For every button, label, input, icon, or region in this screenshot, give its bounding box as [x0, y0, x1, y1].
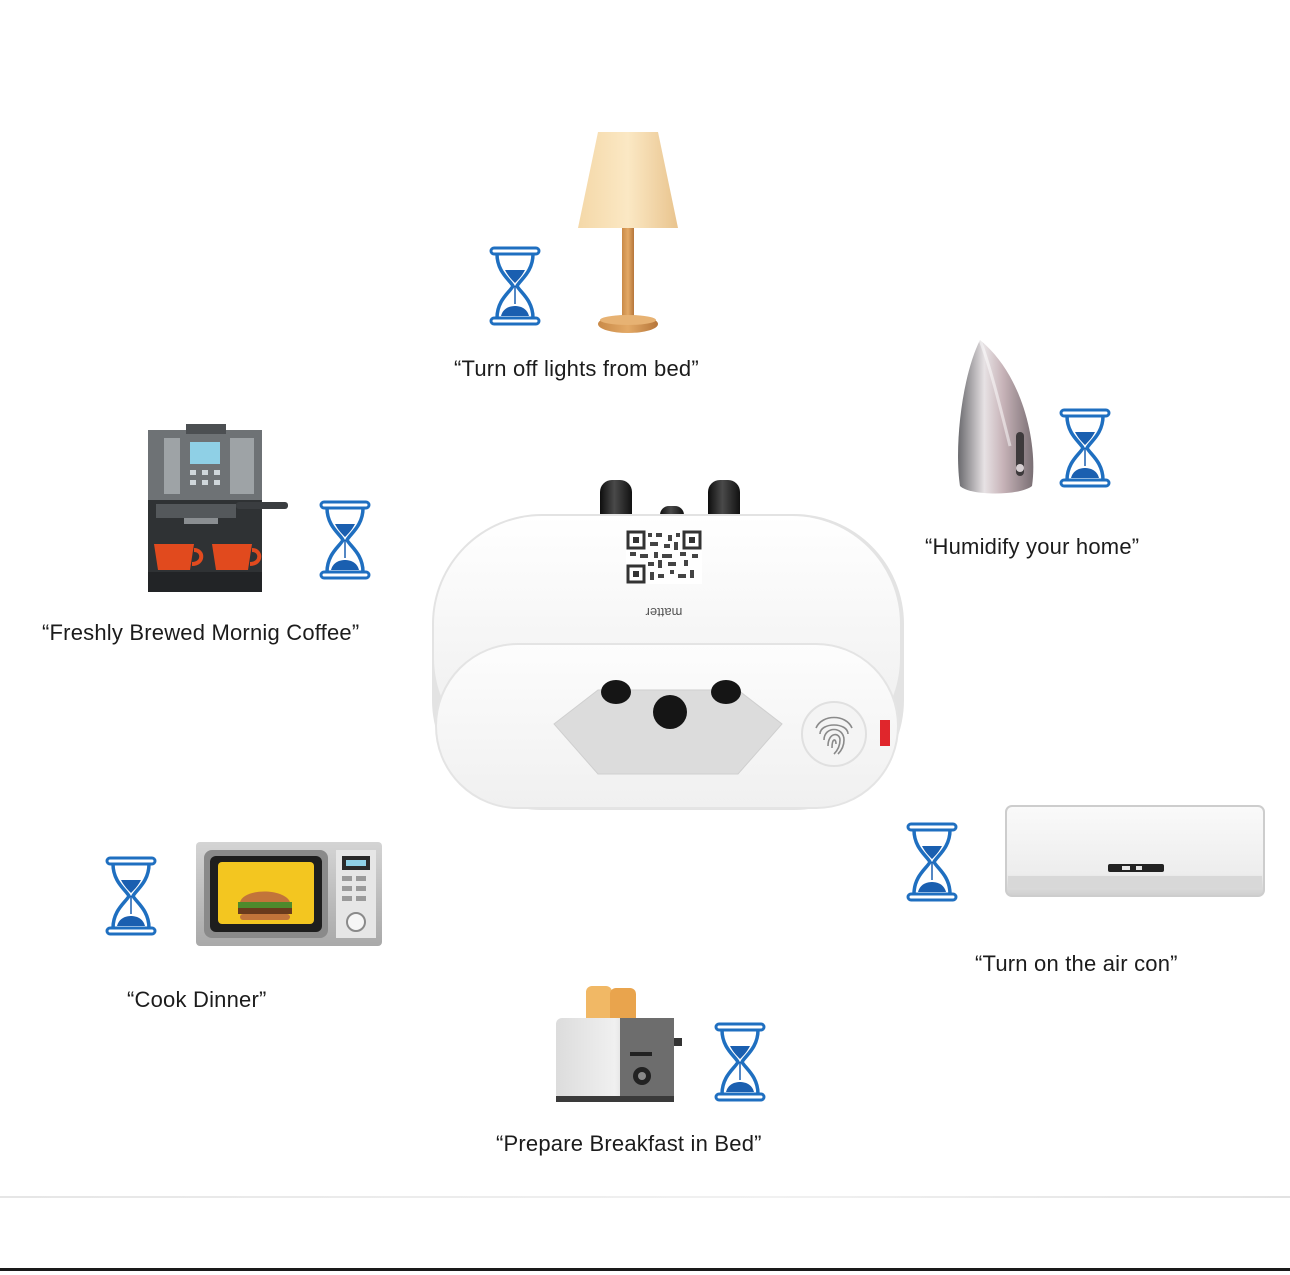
- microwave-illustration: [194, 838, 384, 950]
- hourglass-icon: [905, 822, 959, 902]
- microwave-caption: “Cook Dinner”: [127, 987, 267, 1012]
- divider: [0, 1196, 1290, 1198]
- bottom-border: [0, 1268, 1290, 1271]
- hourglass-icon: [713, 1022, 767, 1102]
- plug-brand-label: matter: [645, 605, 683, 620]
- table-lamp-icon: [578, 132, 678, 333]
- coffee-machine-illustration: [146, 424, 292, 594]
- hourglass-icon: [318, 500, 372, 580]
- aircon-caption: “Turn on the air con”: [975, 951, 1178, 976]
- humidifier-icon: [958, 339, 1034, 494]
- qr-code: [626, 530, 702, 584]
- toaster-illustration: [552, 982, 684, 1106]
- table-lamp-illustration: [572, 128, 684, 338]
- coffee-machine-icon: [148, 424, 288, 592]
- toaster-icon: [556, 986, 682, 1102]
- lamp-caption: “Turn off lights from bed”: [454, 356, 699, 381]
- humidifier-illustration: [950, 336, 1040, 498]
- hourglass-icon: [1058, 408, 1112, 488]
- hourglass-icon: [488, 246, 542, 326]
- air-conditioner-icon: [1005, 805, 1265, 897]
- air-conditioner-illustration: [1004, 804, 1266, 900]
- fingerprint-button-icon: [801, 701, 867, 767]
- smart-plug: matter: [428, 476, 908, 816]
- coffee-caption: “Freshly Brewed Mornig Coffee”: [42, 620, 360, 645]
- humidifier-caption: “Humidify your home”: [925, 534, 1140, 559]
- hourglass-icon: [104, 856, 158, 936]
- toaster-caption: “Prepare Breakfast in Bed”: [496, 1131, 762, 1156]
- microwave-icon: [196, 842, 382, 946]
- power-indicator: [880, 720, 890, 746]
- smart-plug-icon: matter: [432, 480, 904, 810]
